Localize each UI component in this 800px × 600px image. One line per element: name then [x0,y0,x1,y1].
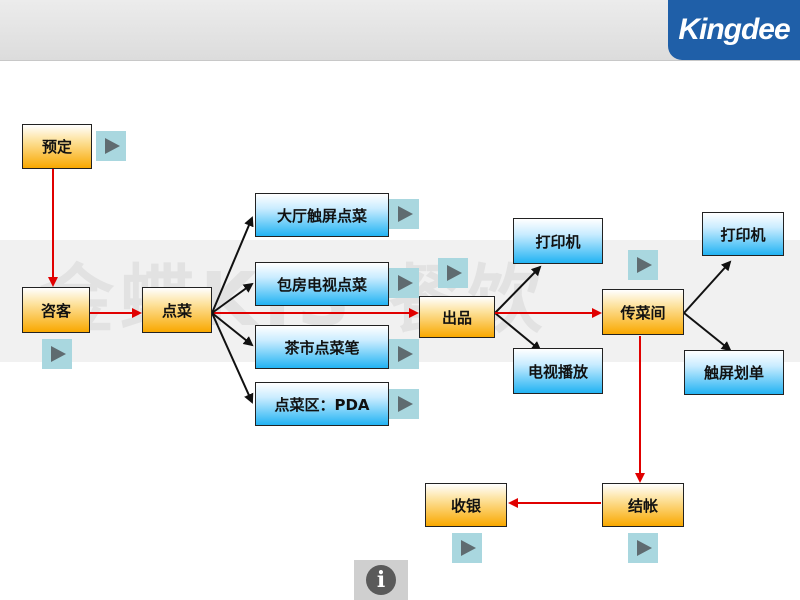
play-icon[interactable] [389,268,419,298]
node-chuancai[interactable]: 传菜间 [602,289,684,335]
arrow-diancai-dating [211,216,254,314]
node-pda[interactable]: 点菜区：PDA [255,382,389,426]
play-icon[interactable] [438,258,468,288]
node-shouyin[interactable]: 收银 [425,483,507,527]
arrow-chupin-dianshi [494,312,542,352]
arrow-chuancai-dayinji [683,260,732,314]
node-diancai[interactable]: 点菜 [142,287,212,333]
play-icon[interactable] [452,533,482,563]
node-jiezhang[interactable]: 结帐 [602,483,684,527]
play-icon[interactable] [389,389,419,419]
arrow-chuancai-huadan [683,312,732,352]
kingdee-logo: Kingdee [668,0,800,60]
arrow-chupin-dayinji [494,265,542,314]
node-chupin[interactable]: 出品 [419,296,495,338]
node-dianshi[interactable]: 电视播放 [513,348,603,394]
node-dayinji-2[interactable]: 打印机 [702,212,784,256]
arrow-diancai-pda [211,312,254,404]
node-baofang[interactable]: 包房电视点菜 [255,262,389,306]
play-icon[interactable] [389,339,419,369]
node-yuding[interactable]: 预定 [22,124,92,169]
node-huadan[interactable]: 触屏划单 [684,350,784,395]
node-dayinji-1[interactable]: 打印机 [513,218,603,264]
play-icon[interactable] [628,250,658,280]
arrow-diancai-baofang [211,282,254,314]
node-dating[interactable]: 大厅触屏点菜 [255,193,389,237]
play-icon[interactable] [628,533,658,563]
info-icon: i [366,565,396,595]
node-chashi[interactable]: 茶市点菜笔 [255,325,389,369]
node-zike[interactable]: 咨客 [22,287,90,333]
top-banner [0,0,800,61]
play-icon[interactable] [96,131,126,161]
info-button[interactable]: i [354,560,408,600]
play-icon[interactable] [42,339,72,369]
arrow-diancai-chashi [211,312,254,347]
play-icon[interactable] [389,199,419,229]
